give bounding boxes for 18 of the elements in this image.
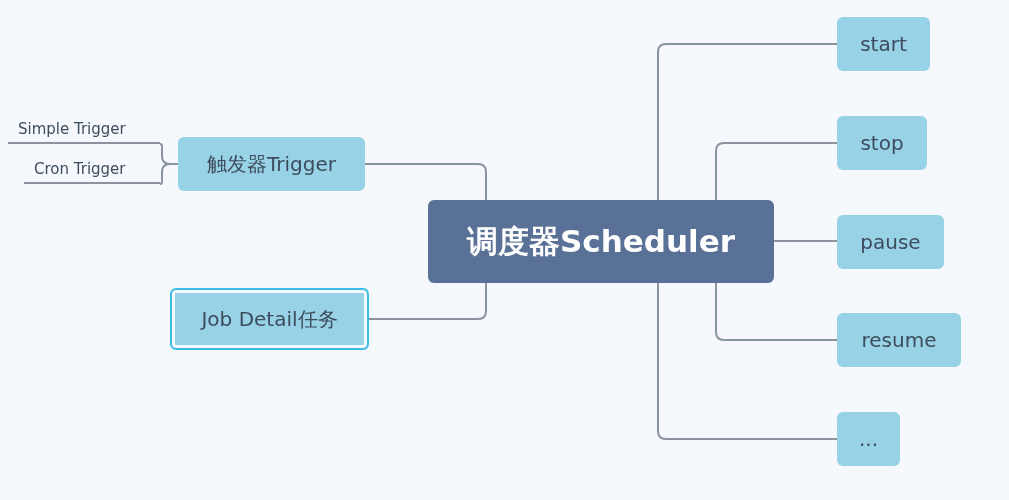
connector [715, 142, 838, 201]
connector [773, 240, 838, 242]
topic-box: ... [837, 412, 900, 466]
central-topic-box: 调度器Scheduler [428, 200, 774, 283]
topic-box: start [837, 17, 930, 71]
connector [159, 163, 179, 185]
topic-box: Job Detail任务 [170, 288, 369, 350]
connector [715, 282, 838, 341]
connector [368, 282, 487, 320]
branch-label: Cron Trigger [24, 154, 160, 184]
connector [657, 282, 838, 440]
branch-label: Simple Trigger [8, 114, 160, 144]
connector [364, 163, 487, 201]
topic-box: 触发器Trigger [178, 137, 365, 191]
topic-box: stop [837, 116, 927, 170]
topic-box: resume [837, 313, 961, 367]
topic-box: pause [837, 215, 944, 269]
connector [657, 43, 838, 201]
